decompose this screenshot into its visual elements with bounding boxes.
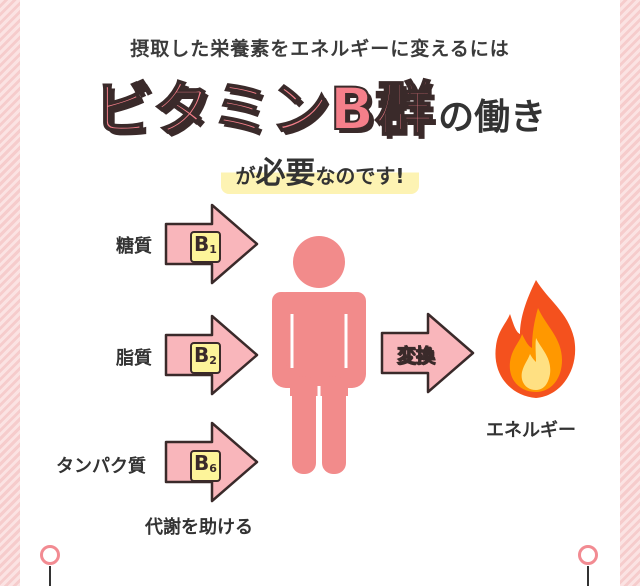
pin-stick <box>587 566 589 586</box>
input-label-carbs: 糖質 <box>116 236 152 257</box>
person-icon <box>272 236 366 474</box>
convert-label: 変換 <box>396 345 436 368</box>
flame-icon <box>495 280 576 398</box>
metabolism-caption: 代謝を助ける <box>145 517 253 538</box>
badge-b2: B2 <box>190 342 221 374</box>
badge-b6: B6 <box>190 450 221 482</box>
pin-stick <box>49 566 51 586</box>
input-label-protein: タンパク質 <box>56 456 146 477</box>
energy-label: エネルギー <box>486 420 576 441</box>
badge-b1: B1 <box>190 231 221 263</box>
pin-circle-icon <box>578 545 598 565</box>
convert-arrow-icon <box>380 312 475 394</box>
tagline-pre: が <box>235 164 256 188</box>
tagline-post: なのです! <box>315 164 405 188</box>
title-suffix: の働き <box>438 97 547 138</box>
tagline-wrap: が必要なのです! <box>0 146 640 194</box>
tagline-emphasis: 必要 <box>255 156 316 191</box>
header-title: ビタミンB群の働き <box>0 62 640 146</box>
input-label-fat: 脂質 <box>116 348 152 369</box>
pin-circle-icon <box>40 545 60 565</box>
title-main: ビタミンB群 <box>93 74 435 144</box>
header-subtitle: 摂取した栄養素をエネルギーに変えるには <box>130 38 510 60</box>
tagline: が必要なのです! <box>221 146 419 194</box>
